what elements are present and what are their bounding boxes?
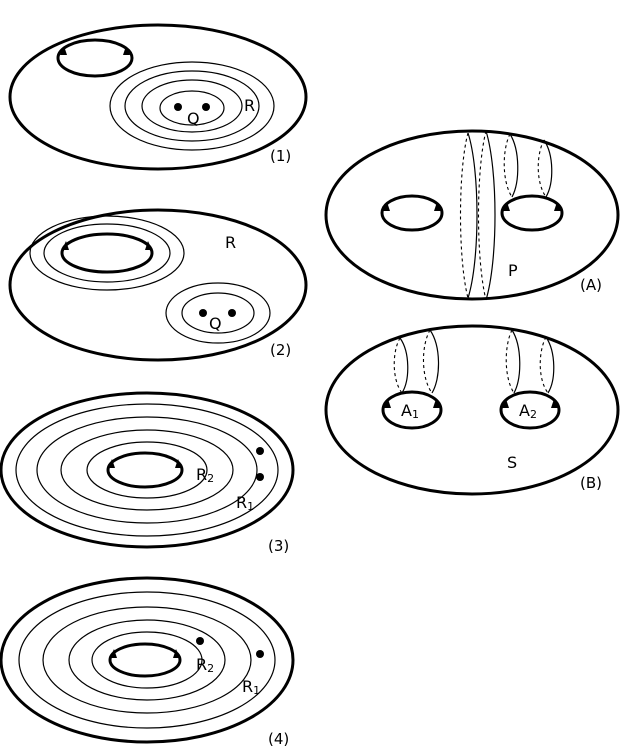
- panel-3: R2 R1 (3): [0, 391, 295, 555]
- panel-1-loop-middle: [124, 70, 260, 142]
- panel-A: P (A): [324, 129, 620, 301]
- panel-3-surface: [0, 391, 295, 549]
- panel-A-arrowhead-right-b: [554, 202, 561, 211]
- panel-B: A1 A2 S (B): [324, 324, 620, 496]
- panel-2-surface: [8, 208, 308, 362]
- panel-B-handle-hole-left: [381, 390, 443, 430]
- panel-4-loop-3: [68, 619, 226, 701]
- panel-4-surface: [0, 576, 295, 744]
- panel-3-puncture-top: [256, 447, 264, 455]
- panel-B-arrowhead-left-a: [384, 399, 391, 408]
- panel-B-arrowhead-right-a: [502, 399, 509, 408]
- panel-4-arrowhead-right: [173, 649, 180, 658]
- panel-4-puncture-inner: [196, 637, 204, 645]
- panel-B-curve-A2-2-front: [545, 336, 555, 394]
- panel-1-loop-inner: [141, 79, 243, 133]
- panel-4-puncture-outer: [256, 650, 264, 658]
- panel-1-puncture-right: [202, 103, 210, 111]
- panel-2-loop-inner: [43, 223, 171, 283]
- panel-2-puncture-right: [228, 309, 236, 317]
- panel-3-region-inner-label: R2: [196, 465, 214, 485]
- panel-A-separating-curve-1-back: [459, 132, 469, 299]
- panel-B-arrowhead-right-b: [551, 399, 558, 408]
- panel-B-surface: [324, 324, 620, 496]
- panel-A-handle-hole-right: [500, 194, 564, 232]
- panel-2-puncture-loop-outer: [165, 282, 271, 344]
- panel-B-hole1-label: A1: [401, 401, 419, 421]
- panel-2-arrowhead-right: [145, 241, 152, 250]
- panel-B-curve-A1-1-front: [399, 337, 409, 394]
- panel-1-surface: [8, 23, 308, 171]
- panel-B-tag: (B): [580, 474, 602, 492]
- panel-2-tag: (2): [270, 341, 291, 359]
- panel-4-handle-hole: [108, 642, 182, 678]
- panel-3-arrowhead-left: [108, 459, 115, 468]
- panel-A-separating-curve-2-front: [485, 130, 496, 301]
- panel-A-arrowhead-left-b: [434, 202, 441, 211]
- panel-3-loop-1: [15, 403, 279, 537]
- panel-A-arrowhead-right-a: [503, 202, 510, 211]
- panel-4: R2 R1 (4): [0, 576, 295, 748]
- panel-B-curve-A2-1-front: [511, 329, 521, 394]
- panel-A-handle-curve-2-back: [537, 139, 547, 198]
- panel-3-loop-4: [86, 441, 208, 499]
- panel-2-region-label: R: [225, 233, 236, 252]
- panel-1-region-label: R: [244, 96, 255, 115]
- panel-A-separating-curve-2-back: [477, 130, 487, 301]
- panel-4-region-inner-label: R2: [196, 655, 214, 675]
- panel-4-region-outer-label: R1: [242, 677, 260, 697]
- panel-3-loop-3: [60, 429, 234, 511]
- panel-B-arrowhead-left-b: [433, 399, 440, 408]
- panel-A-handle-hole-left: [380, 194, 444, 232]
- panel-B-region-label: S: [507, 453, 517, 472]
- panel-B-curve-A1-2-front: [429, 329, 440, 394]
- panel-1-loop-outer: [109, 61, 275, 151]
- panel-1-loop-innermost: [159, 90, 225, 126]
- panel-A-region-label: P: [508, 261, 518, 280]
- panel-3-arrowhead-right: [175, 459, 182, 468]
- panel-B-curve-A2-1-back: [505, 329, 515, 394]
- panel-3-handle-hole: [106, 451, 184, 489]
- panel-B-handle-hole-right: [499, 390, 561, 430]
- panel-2-puncture-loop-inner: [181, 292, 255, 334]
- panel-3-loop-2: [36, 416, 258, 524]
- panel-1-handle-hole: [56, 38, 134, 78]
- panel-2-puncture-left: [199, 309, 207, 317]
- panel-2-point-label: Q: [209, 314, 222, 333]
- panel-1-point-label: Q: [187, 109, 200, 128]
- panel-4-arrowhead-left: [110, 649, 117, 658]
- panel-4-loop-1: [18, 591, 276, 729]
- panel-1: Q R (1): [8, 23, 308, 171]
- panel-A-separating-curve-1-front: [467, 132, 478, 299]
- panel-A-handle-curve-2-front: [543, 139, 553, 198]
- panel-4-tag: (4): [268, 730, 289, 748]
- panel-1-puncture-left: [174, 103, 182, 111]
- panel-1-tag: (1): [270, 147, 291, 165]
- panel-2: Q R (2): [8, 208, 308, 362]
- panel-2-arrowhead-left: [62, 241, 69, 250]
- panel-A-handle-curve-1-front: [509, 133, 519, 198]
- panel-A-surface: [324, 129, 620, 301]
- panel-1-arrowhead-left: [60, 46, 67, 55]
- panel-B-hole2-label: A2: [519, 401, 537, 421]
- panel-3-puncture-bottom: [256, 473, 264, 481]
- panel-A-arrowhead-left-a: [383, 202, 390, 211]
- panel-2-loop-outer: [29, 215, 185, 291]
- panel-A-handle-curve-1-back: [503, 133, 513, 198]
- panel-4-loop-4: [91, 631, 203, 689]
- panel-B-curve-A1-2-back: [422, 329, 433, 394]
- panel-3-tag: (3): [268, 537, 289, 555]
- panel-1-arrowhead-right: [123, 46, 130, 55]
- panel-2-handle-hole: [60, 232, 154, 274]
- panel-4-loop-2: [42, 606, 252, 714]
- panel-A-tag: (A): [580, 276, 602, 294]
- panel-3-region-outer-label: R1: [236, 493, 254, 513]
